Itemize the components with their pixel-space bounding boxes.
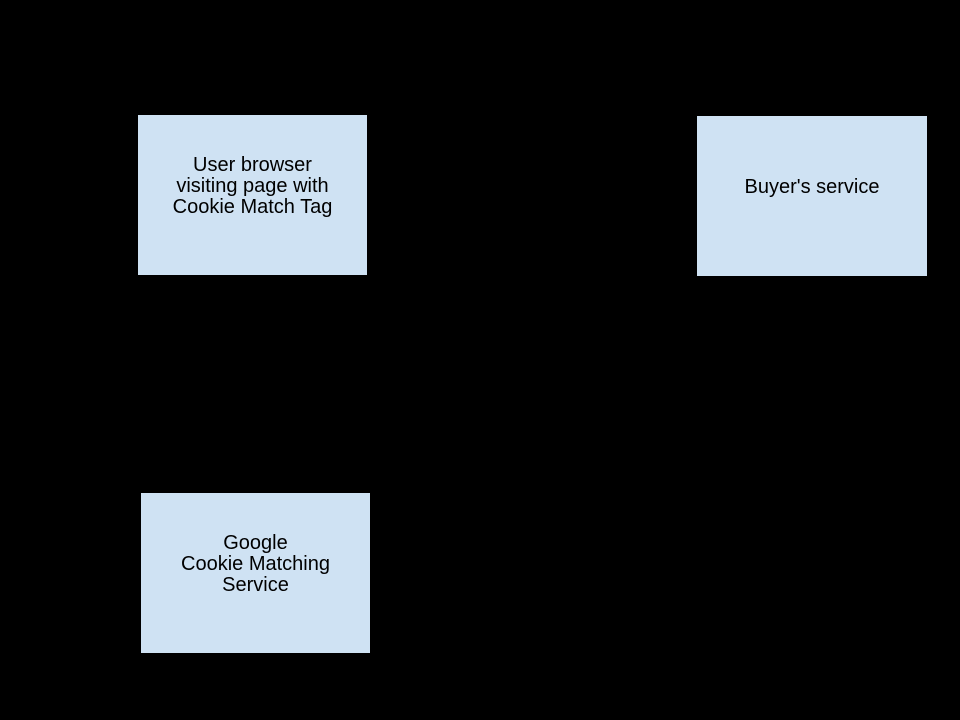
node-label-line: User browser	[193, 153, 312, 176]
node-label-line: Buyer's service	[744, 175, 880, 198]
node-label-line: Google	[223, 531, 288, 554]
node-label-line: Cookie Matching	[181, 552, 330, 575]
node-label-line: Service	[222, 573, 289, 596]
node-label-line: Cookie Match Tag	[172, 195, 333, 218]
node-google-cms-label: Google Cookie Matching Service	[181, 531, 330, 596]
node-label-line: visiting page with	[176, 174, 329, 197]
node-google-cookie-matching-service: Google Cookie Matching Service	[140, 492, 371, 654]
node-user-browser: User browser visiting page with Cookie M…	[137, 114, 368, 276]
node-buyers-service: Buyer's service	[696, 115, 928, 277]
node-user-browser-label: User browser visiting page with Cookie M…	[172, 153, 333, 218]
node-buyers-service-label: Buyer's service	[744, 175, 880, 198]
